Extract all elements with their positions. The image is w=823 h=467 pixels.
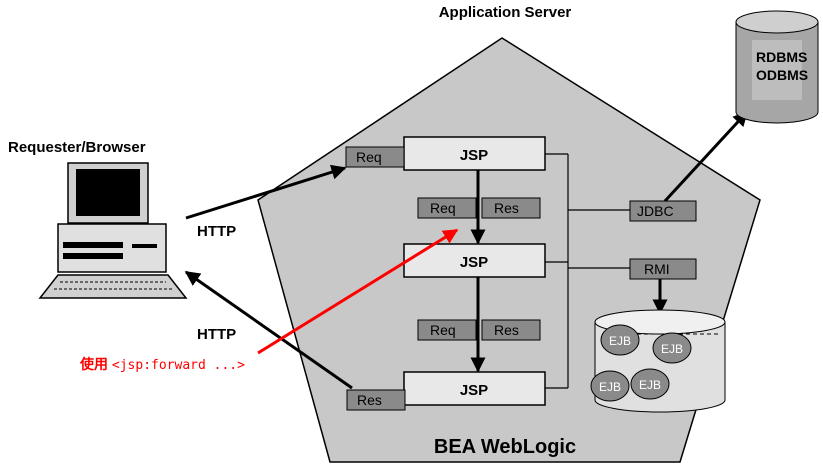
ejb-bean-4-label: EJB bbox=[639, 378, 661, 392]
database-label-odbms: ODBMS bbox=[756, 67, 808, 83]
database-label-rdbms: RDBMS bbox=[756, 49, 807, 65]
res-tag-out-label: Res bbox=[357, 392, 382, 408]
res-tag-2-label: Res bbox=[494, 322, 519, 338]
connector-lines bbox=[545, 153, 630, 389]
annotation-arrow bbox=[257, 228, 459, 355]
annotation-label: 使用 <jsp:forward ...> bbox=[79, 356, 245, 373]
http-request-label: HTTP bbox=[197, 223, 236, 240]
res-tag-1-label: Res bbox=[494, 200, 519, 216]
rmi-tag-label: RMI bbox=[644, 261, 670, 277]
req-tag-in-label: Req bbox=[356, 149, 382, 165]
http-response-arrow bbox=[184, 270, 353, 390]
platform-title: BEA WebLogic bbox=[434, 436, 576, 458]
rmi-tag bbox=[629, 258, 697, 280]
http-response-label: HTTP bbox=[197, 326, 236, 343]
res-tag-1 bbox=[481, 197, 541, 219]
ejb-bean-4 bbox=[630, 368, 670, 400]
req-tag-1-label: Req bbox=[430, 200, 456, 216]
annotation-prefix: 使用 bbox=[79, 356, 108, 373]
jsp-label-middle: JSP bbox=[460, 254, 488, 271]
jdbc-tag-label: JDBC bbox=[637, 203, 674, 219]
jsp-box-bottom bbox=[403, 371, 546, 406]
ejb-bean-3 bbox=[590, 370, 630, 402]
ejb-bean-3-label: EJB bbox=[599, 380, 621, 394]
jdbc-db-arrow bbox=[663, 110, 749, 203]
ejb-bean-2 bbox=[652, 332, 692, 364]
http-request-arrow bbox=[185, 164, 347, 220]
ejb-bean-1-label: EJB bbox=[609, 334, 631, 348]
computer-icon bbox=[38, 162, 188, 299]
jdbc-tag bbox=[629, 200, 697, 222]
res-tag-out bbox=[346, 389, 406, 411]
res-tag-2 bbox=[481, 319, 541, 341]
annotation-code: <jsp:forward ...> bbox=[112, 358, 245, 373]
req-tag-in bbox=[345, 146, 405, 168]
req-tag-2-label: Req bbox=[430, 322, 456, 338]
req-tag-1 bbox=[417, 197, 477, 219]
requester-browser-label: Requester/Browser bbox=[8, 139, 146, 156]
jsp-label-top: JSP bbox=[460, 147, 488, 164]
ejb-bean-2-label: EJB bbox=[661, 342, 683, 356]
ejb-bean-1 bbox=[600, 324, 640, 356]
database-cylinder-icon bbox=[735, 10, 819, 124]
application-server-title: Application Server bbox=[439, 4, 572, 21]
jsp-label-bottom: JSP bbox=[460, 382, 488, 399]
req-tag-2 bbox=[417, 319, 477, 341]
